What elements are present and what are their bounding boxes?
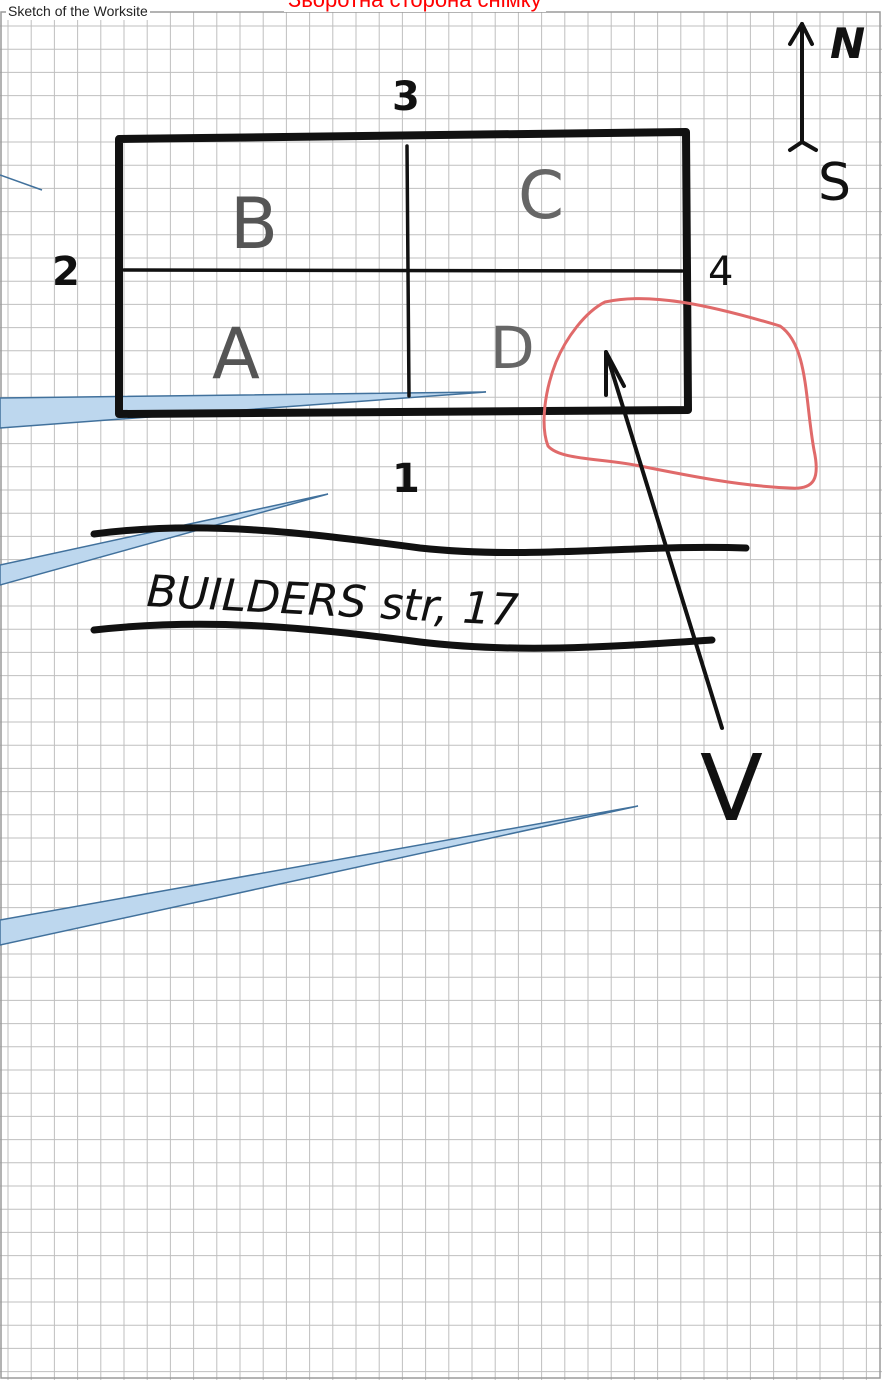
side-label-west: 2 xyxy=(52,249,80,295)
side-label-south: 1 xyxy=(392,456,420,502)
side-label-north: 3 xyxy=(392,74,420,120)
compass xyxy=(788,22,818,152)
section-label-c: C xyxy=(518,157,564,234)
highlight-area-outline xyxy=(542,297,818,490)
top-caption: Зворотна сторона снімку xyxy=(284,0,546,12)
street-upper-line xyxy=(90,524,750,557)
compass-north-label: N xyxy=(830,19,865,68)
viewpoint-mark: V xyxy=(700,735,763,842)
compass-south-label: S xyxy=(818,153,851,213)
building-plan xyxy=(115,128,692,418)
compass-south-hook xyxy=(788,140,818,152)
street-lower-line xyxy=(90,620,716,652)
building-outline xyxy=(115,128,692,418)
viewpoint-arrow-shaft xyxy=(604,350,724,730)
sheet-title: Sketch of the Worksite xyxy=(6,2,150,20)
section-label-b: B xyxy=(230,183,278,265)
callout-pointer-4 xyxy=(0,805,639,946)
section-label-d: D xyxy=(490,314,535,382)
building-divider-horizontal xyxy=(122,268,684,273)
compass-arrow-head xyxy=(788,22,814,46)
callout-pointer-1 xyxy=(0,174,43,191)
section-label-a: A xyxy=(212,313,260,395)
street xyxy=(90,524,750,652)
side-label-east: 4 xyxy=(708,249,733,295)
viewpoint-arrow xyxy=(604,350,724,730)
grid-lines xyxy=(0,12,882,1380)
viewpoint-arrow-head xyxy=(604,350,626,397)
paper-border xyxy=(0,11,881,1379)
